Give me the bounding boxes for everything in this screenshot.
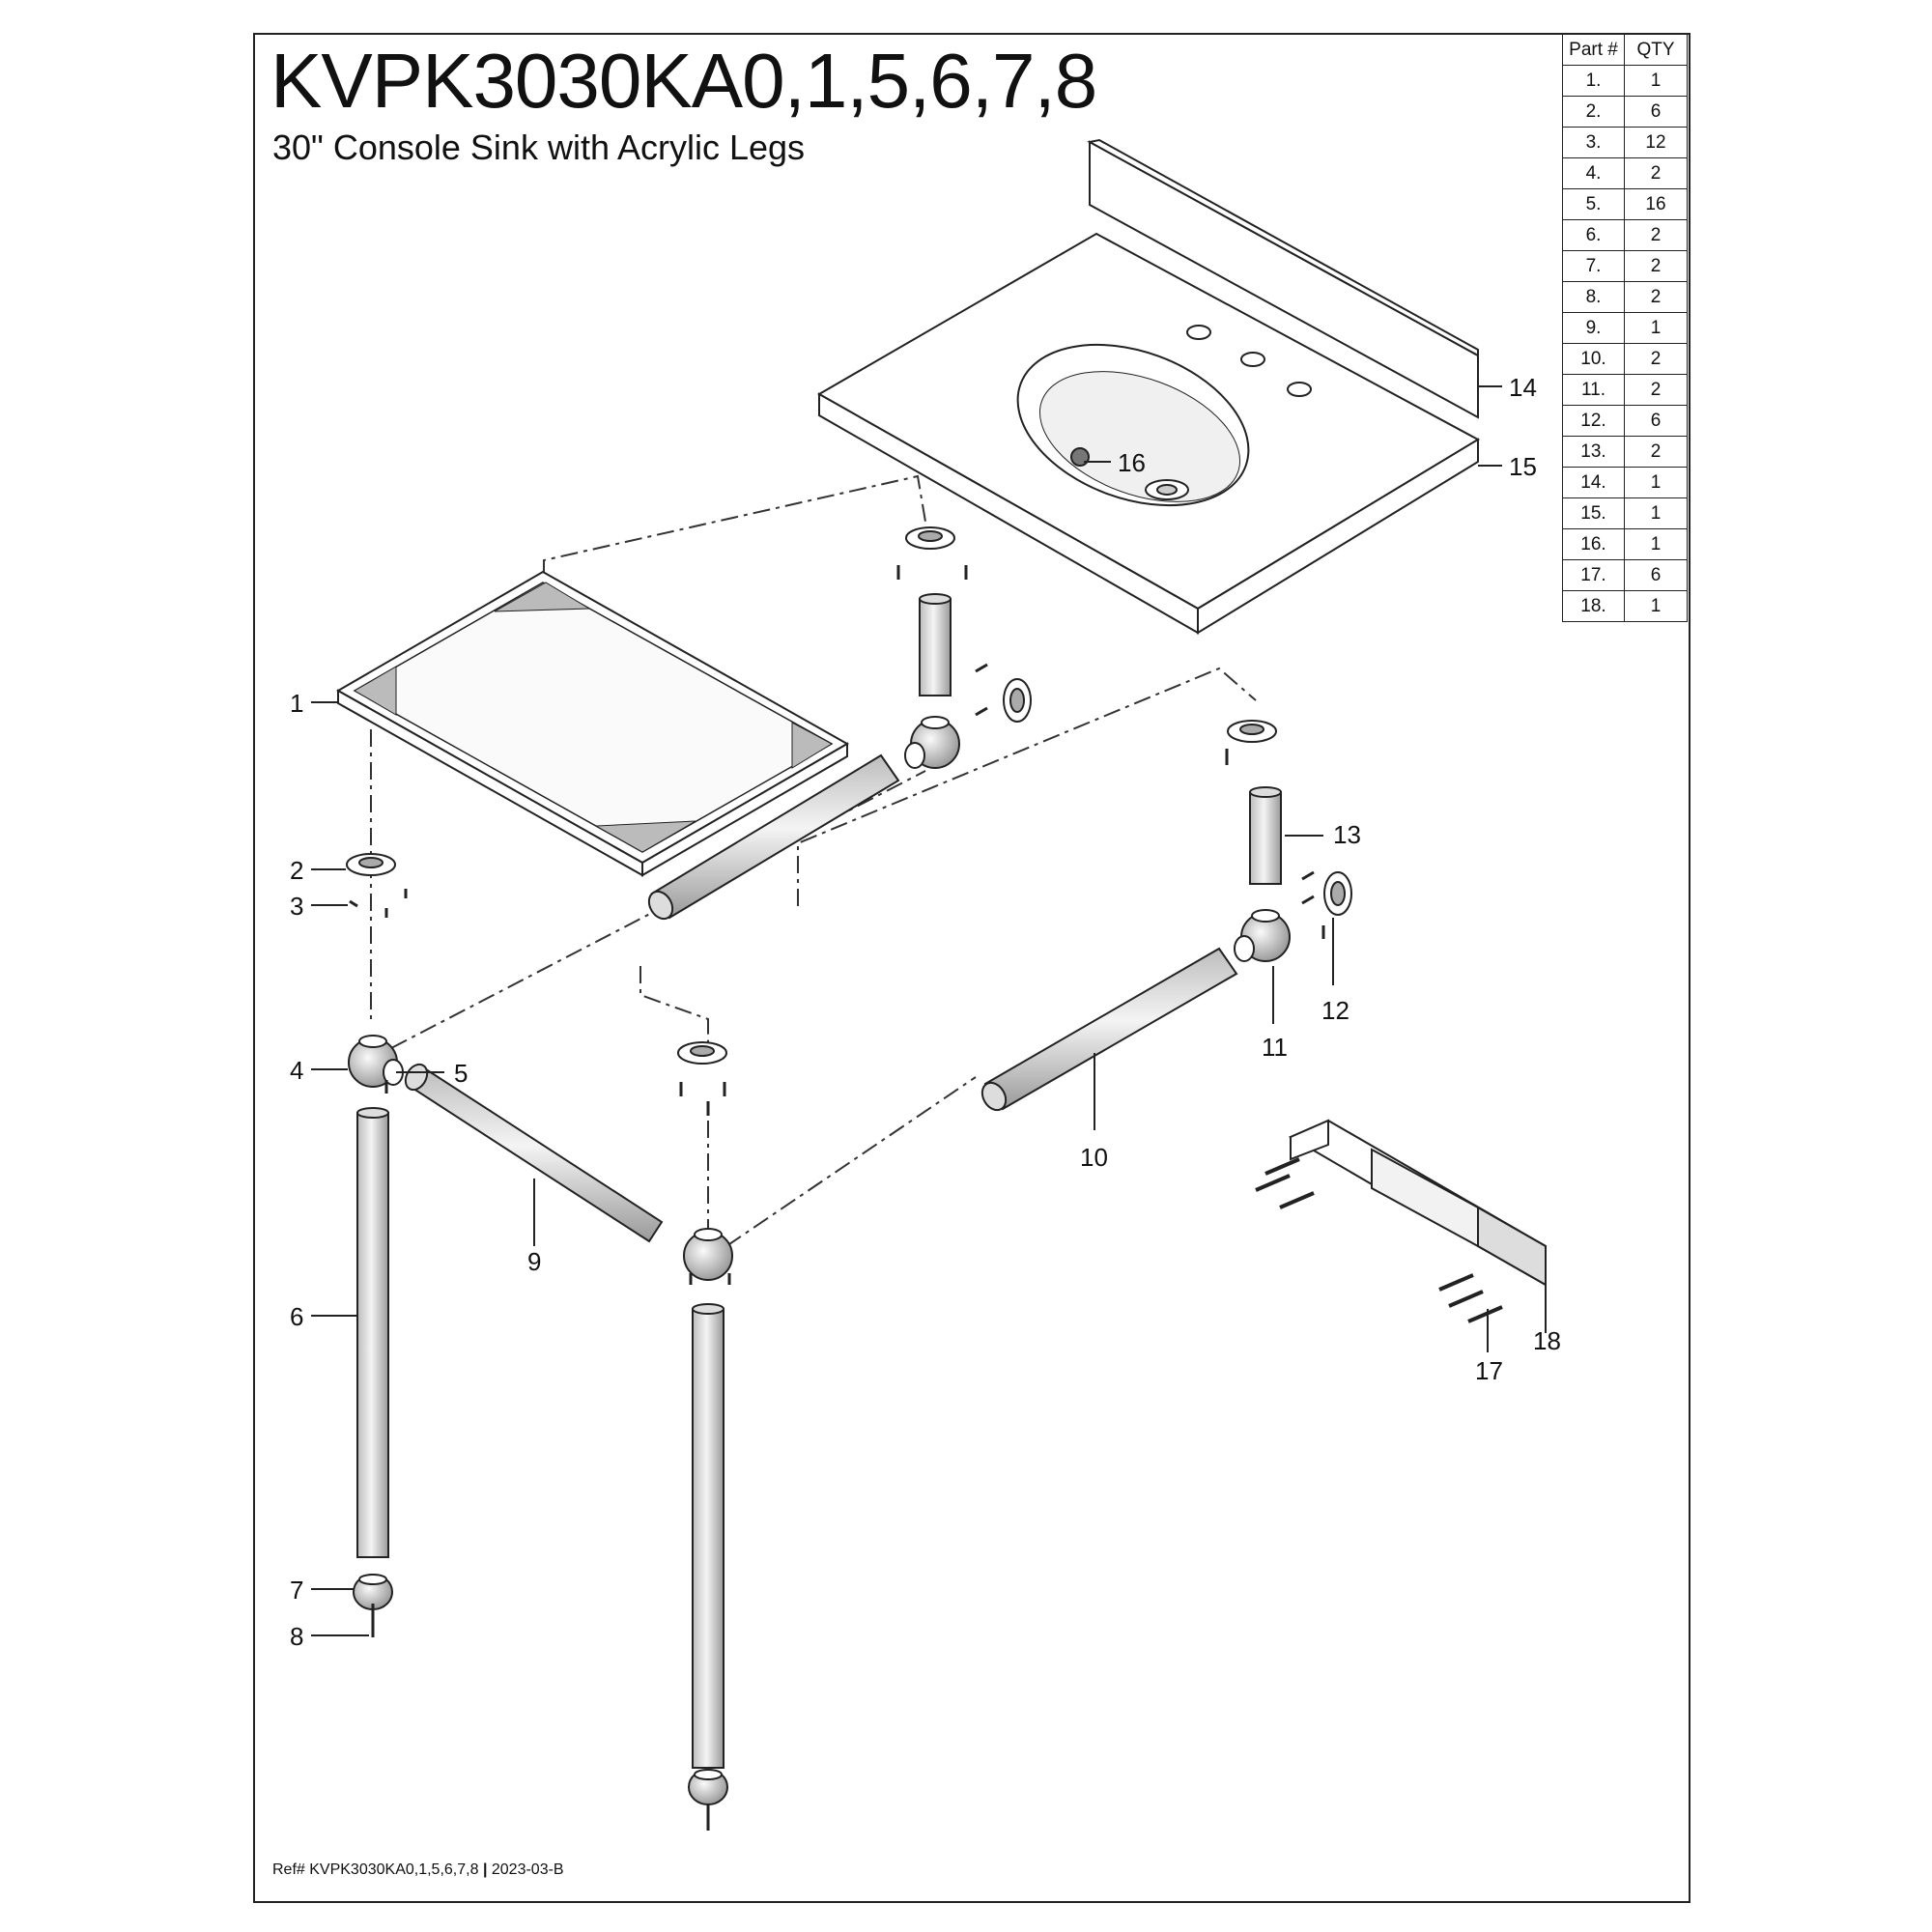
part-number-cell: 3. (1562, 127, 1625, 158)
overflow-ring-part-16 (1070, 447, 1090, 467)
glass-frame-part-1 (335, 570, 850, 877)
parts-table-row: 7.2 (1562, 250, 1688, 282)
callout-3: 3 (290, 892, 303, 921)
qty-cell: 6 (1624, 96, 1688, 128)
qty-cell: 2 (1624, 219, 1688, 251)
parts-table-row: 1.1 (1562, 65, 1688, 97)
qty-cell: 16 (1624, 188, 1688, 220)
parts-table-row: 5.16 (1562, 188, 1688, 220)
callout-11: 11 (1262, 1033, 1288, 1062)
qty-cell: 1 (1624, 528, 1688, 560)
ref-date: 2023-03-B (491, 1861, 564, 1878)
model-title: KVPK3030KA0,1,5,6,7,8 (270, 38, 1097, 124)
callout-10: 10 (1080, 1143, 1108, 1172)
parts-table-row: 18.1 (1562, 590, 1688, 622)
parts-table-row: 12.6 (1562, 405, 1688, 437)
callout-labels: 1 2 3 4 5 6 7 8 9 10 11 12 13 14 15 16 1… (290, 373, 1561, 1651)
qty-cell: 2 (1624, 157, 1688, 189)
legs (356, 593, 1282, 1769)
part-number-cell: 10. (1562, 343, 1625, 375)
mounting-flanges (346, 526, 1352, 1065)
ref-separator: | (482, 1861, 488, 1878)
part-number-cell: 15. (1562, 497, 1625, 529)
qty-header: QTY (1624, 34, 1688, 66)
qty-cell: 1 (1624, 467, 1688, 498)
front-leg (692, 1308, 724, 1769)
leg-part-6 (356, 1112, 389, 1558)
callout-17: 17 (1475, 1356, 1503, 1385)
callout-5: 5 (454, 1059, 468, 1088)
part-number-cell: 9. (1562, 312, 1625, 344)
qty-cell: 1 (1624, 65, 1688, 97)
screws (349, 565, 1325, 1831)
post-part-13 (1249, 791, 1282, 885)
callout-1: 1 (290, 689, 303, 718)
screw-part-3 (349, 899, 358, 908)
part-number-cell: 18. (1562, 590, 1625, 622)
parts-table-row: 13.2 (1562, 436, 1688, 468)
callout-15: 15 (1509, 452, 1537, 481)
callout-2: 2 (290, 856, 303, 885)
parts-table-row: 14.1 (1562, 467, 1688, 498)
parts-table-row: 6.2 (1562, 219, 1688, 251)
callout-6: 6 (290, 1302, 303, 1331)
part-number-cell: 12. (1562, 405, 1625, 437)
parts-table-row: 15.1 (1562, 497, 1688, 529)
part-number-cell: 4. (1562, 157, 1625, 189)
drawing-frame (253, 33, 1690, 1903)
parts-table-row: 4.2 (1562, 157, 1688, 189)
rail-part-9 (409, 1065, 664, 1243)
part-number-cell: 5. (1562, 188, 1625, 220)
ref-number: Ref# KVPK3030KA0,1,5,6,7,8 (272, 1861, 479, 1878)
ball-joints (348, 716, 1291, 1805)
wall-bracket-part-18 (1288, 1119, 1547, 1287)
callout-13: 13 (1333, 820, 1361, 849)
parts-table-row: 16.1 (1562, 528, 1688, 560)
callout-18: 18 (1533, 1326, 1561, 1355)
callout-12: 12 (1321, 996, 1350, 1025)
wall-screws-part-17 (1255, 1157, 1503, 1323)
callout-14: 14 (1509, 373, 1537, 402)
parts-table-row: 2.6 (1562, 96, 1688, 128)
callout-leaders (311, 385, 1547, 1636)
parts-table-row: 17.6 (1562, 559, 1688, 591)
callout-16: 16 (1118, 448, 1146, 477)
upper-post (919, 598, 952, 696)
backsplash-part-14 (1087, 138, 1479, 419)
callout-7: 7 (290, 1576, 303, 1605)
parts-table-row: 9.1 (1562, 312, 1688, 344)
product-subtitle: 30" Console Sink with Acrylic Legs (272, 128, 806, 167)
qty-cell: 1 (1624, 590, 1688, 622)
qty-cell: 6 (1624, 405, 1688, 437)
sink-top-part-15 (816, 232, 1481, 635)
callout-8: 8 (290, 1622, 303, 1651)
parts-table-row: 10.2 (1562, 343, 1688, 375)
qty-cell: 2 (1624, 343, 1688, 375)
part-number-cell: 17. (1562, 559, 1625, 591)
rail-part-10 (983, 947, 1238, 1111)
qty-cell: 1 (1624, 497, 1688, 529)
reference-footer: Ref# KVPK3030KA0,1,5,6,7,8 | 2023-03-B (272, 1861, 564, 1879)
parts-table-row: 8.2 (1562, 281, 1688, 313)
callout-9: 9 (527, 1247, 541, 1276)
callout-4: 4 (290, 1056, 303, 1085)
cross-tubes (404, 753, 1238, 1243)
part-number-cell: 7. (1562, 250, 1625, 282)
part-number-cell: 6. (1562, 219, 1625, 251)
qty-cell: 2 (1624, 250, 1688, 282)
